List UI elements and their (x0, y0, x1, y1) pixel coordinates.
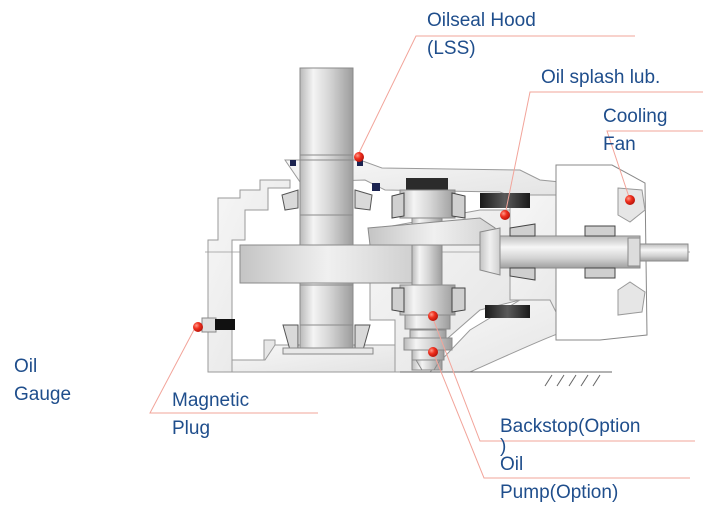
leader-oil-splash (504, 91, 703, 216)
backstop-oil-pump (403, 314, 453, 371)
label-magnetic-plug: Magnetic Plug (172, 387, 249, 443)
label-cooling-fan: Cooling Fan (603, 103, 667, 159)
large-gear (239, 244, 416, 284)
markers (193, 152, 635, 357)
label-oil-splash-lub-line1: Oil splash lub. (541, 67, 661, 88)
label-oilseal-hood-line2: (LSS) (427, 38, 476, 59)
label-backstop-line1: Backstop(Option (500, 416, 641, 437)
label-oil-gauge: Oil Gauge (14, 353, 71, 409)
marker-magnetic-plug (193, 322, 203, 332)
label-oilseal-hood-line1: Oilseal Hood (427, 10, 536, 31)
label-oil-pump: Oil Pump(Option) (500, 451, 618, 507)
ground (400, 371, 612, 387)
label-oil-pump-line1: Oil (500, 454, 524, 475)
label-backstop: Backstop(Option ) (500, 413, 640, 461)
label-oil-pump-line2: Pump(Option) (500, 482, 619, 503)
splash-rings (480, 193, 530, 318)
leader-lines (149, 35, 703, 479)
label-cooling-fan-line2: Fan (603, 134, 636, 155)
input-shaft (479, 227, 689, 276)
leader-oilseal-hood (356, 35, 635, 158)
fan-blades (617, 187, 646, 316)
label-magnetic-plug-line2: Plug (172, 418, 211, 439)
marker-backstop (428, 311, 438, 321)
input-bearings (509, 223, 616, 281)
leader-oil-pump (432, 351, 690, 479)
oil-gauge-plug (201, 317, 235, 333)
marker-oilseal-hood (354, 152, 364, 162)
label-oil-gauge-line2: Gauge (14, 384, 72, 405)
marker-oil-pump (428, 347, 438, 357)
leader-cooling-fan (606, 130, 703, 201)
label-cooling-fan-line1: Cooling (603, 106, 668, 127)
output-shaft-bearings (281, 189, 374, 355)
marker-cooling-fan (625, 195, 635, 205)
leader-magnetic-plug (149, 325, 318, 414)
output-shaft (299, 67, 354, 354)
intermediate-bearings (391, 192, 466, 313)
label-backstop-line2: ) (500, 436, 507, 457)
oil-seal (290, 160, 380, 191)
marker-oil-splash (500, 210, 510, 220)
label-magnetic-plug-line1: Magnetic (172, 390, 250, 411)
leader-backstop (431, 315, 695, 442)
label-oil-splash-lub: Oil splash lub. (541, 64, 660, 92)
label-oil-gauge-line1: Oil (14, 356, 38, 377)
label-oilseal-hood: Oilseal Hood (LSS) (427, 7, 536, 63)
